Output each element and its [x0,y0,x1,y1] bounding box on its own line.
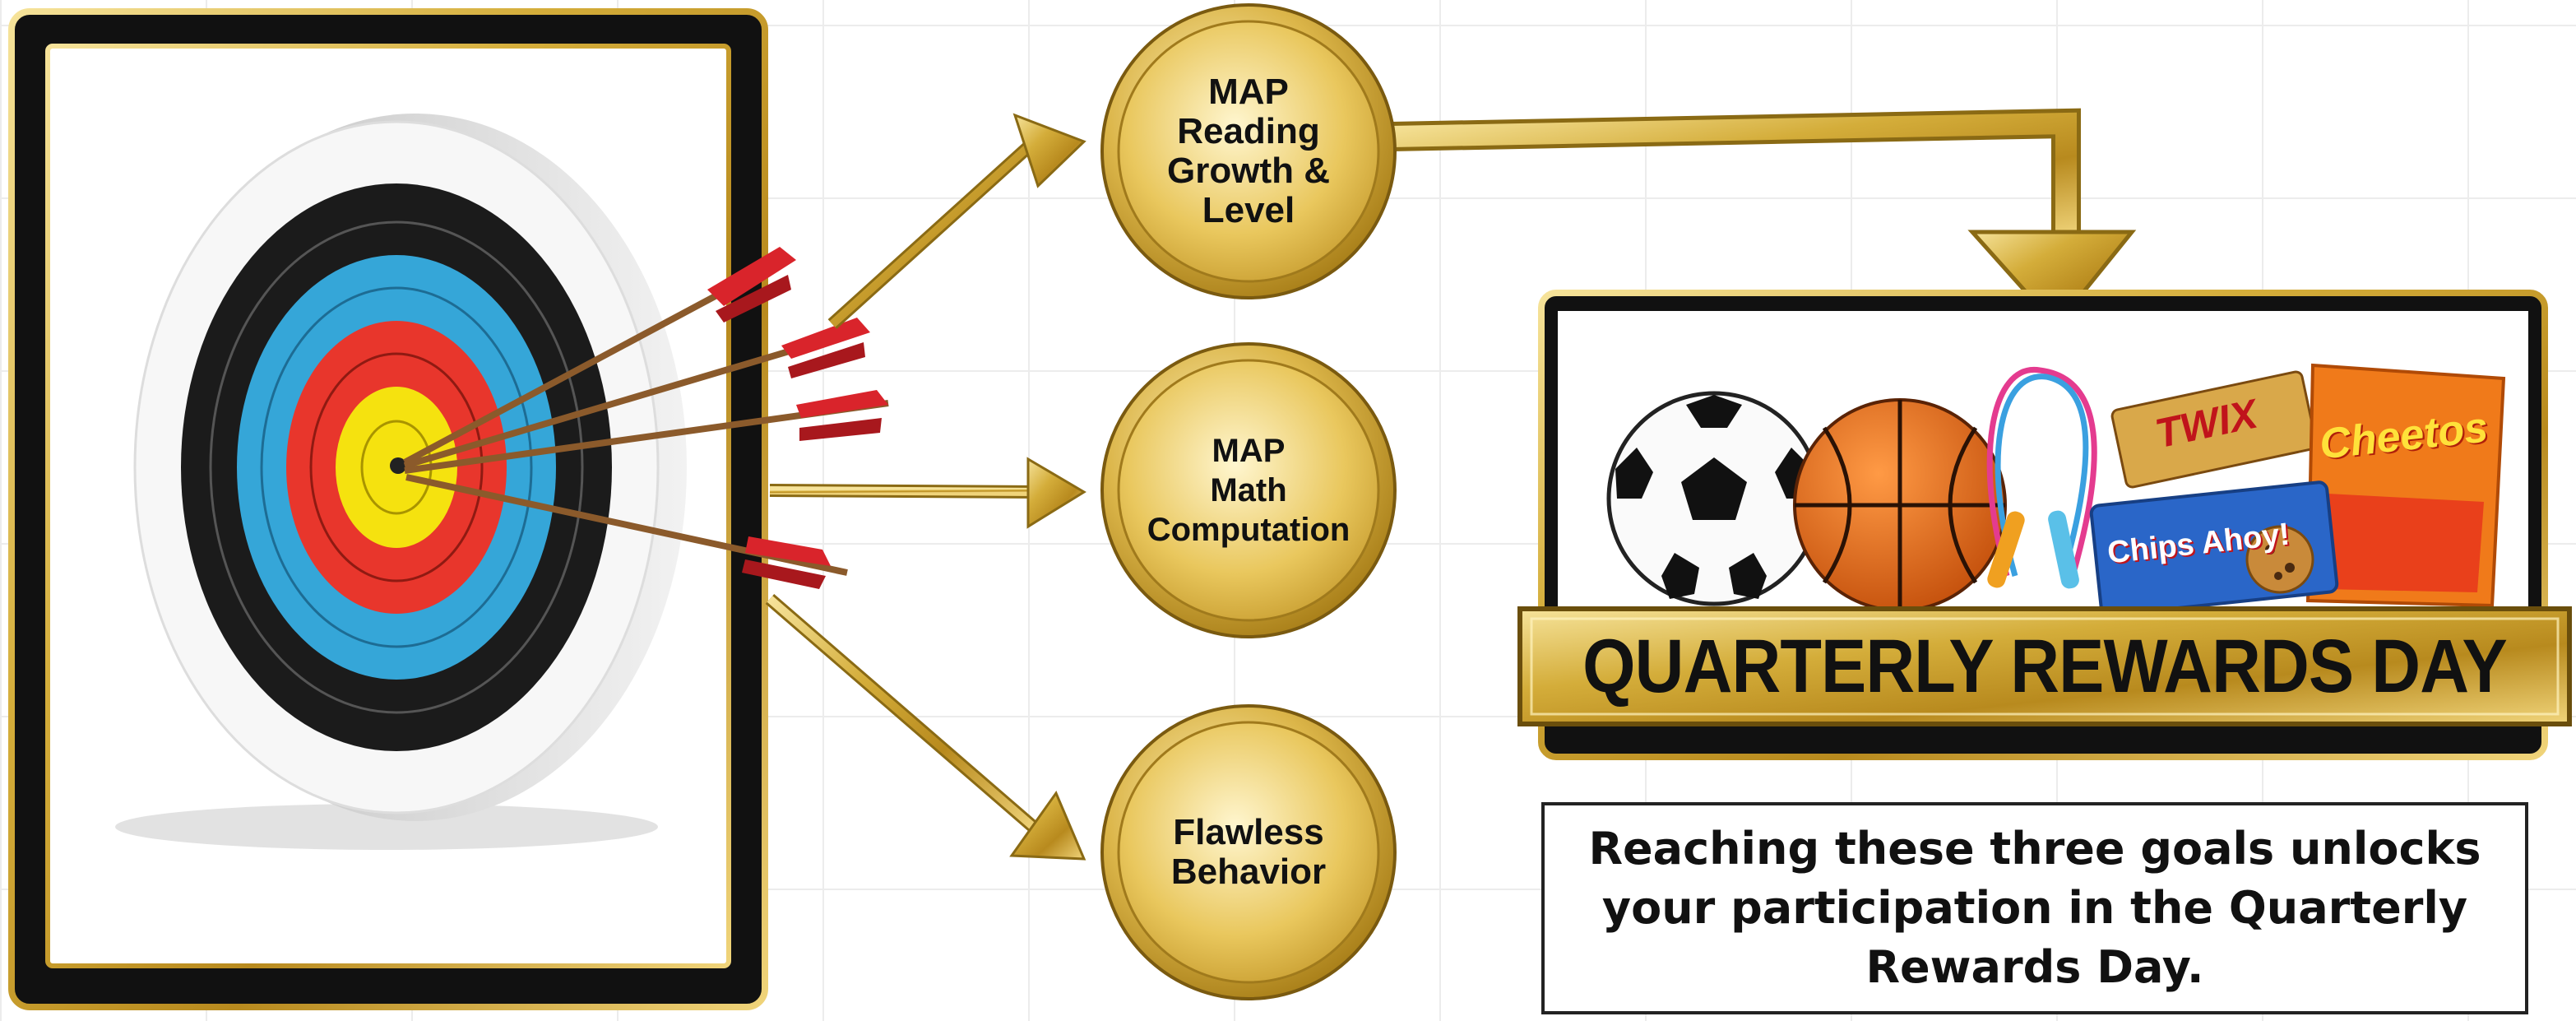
cheetos-bag-icon [2305,363,2506,608]
goal-medal-reading: MAP Reading Growth & Level [1102,5,1395,298]
basketball-icon [1793,398,2007,612]
target-arrows [403,247,889,589]
rewards-banner-title: QUARTERLY REWARDS DAY [1582,624,2508,708]
jump-rope-icon [1986,366,2097,589]
connector-arrows [765,108,2137,861]
arrow-to-behavior [765,593,1086,861]
archery-arrow-icon [403,247,796,466]
chips-ahoy-pack-icon [2089,480,2339,617]
arrow-to-math [769,457,1086,529]
caption-box: Reaching these three goals unlocks your … [1541,802,2528,1014]
archery-arrow-icon [403,318,870,469]
goal-medal-discs [1100,3,1397,1000]
arrow-to-reading [827,113,1086,329]
caption-text: Reaching these three goals unlocks your … [1588,823,2481,993]
soccer-ball-icon [1606,391,1822,606]
rewards-banner [1517,606,2572,726]
archery-target [115,114,687,850]
goal-label-math: MAP Math Computation [1147,433,1351,548]
goal-medal-math: MAP Math Computation [1102,344,1395,637]
target-shadow [115,804,658,850]
twix-bar-icon [2110,370,2318,489]
goal-label-behavior: Flawless Behavior [1170,812,1327,892]
goal-label-reading: MAP Reading Growth & Level [1167,72,1330,230]
arrow-to-rewards [1391,108,2137,329]
goal-medal-behavior: Flawless Behavior [1102,706,1395,999]
archery-arrow-icon [404,390,889,474]
archery-arrow-icon [405,474,848,589]
